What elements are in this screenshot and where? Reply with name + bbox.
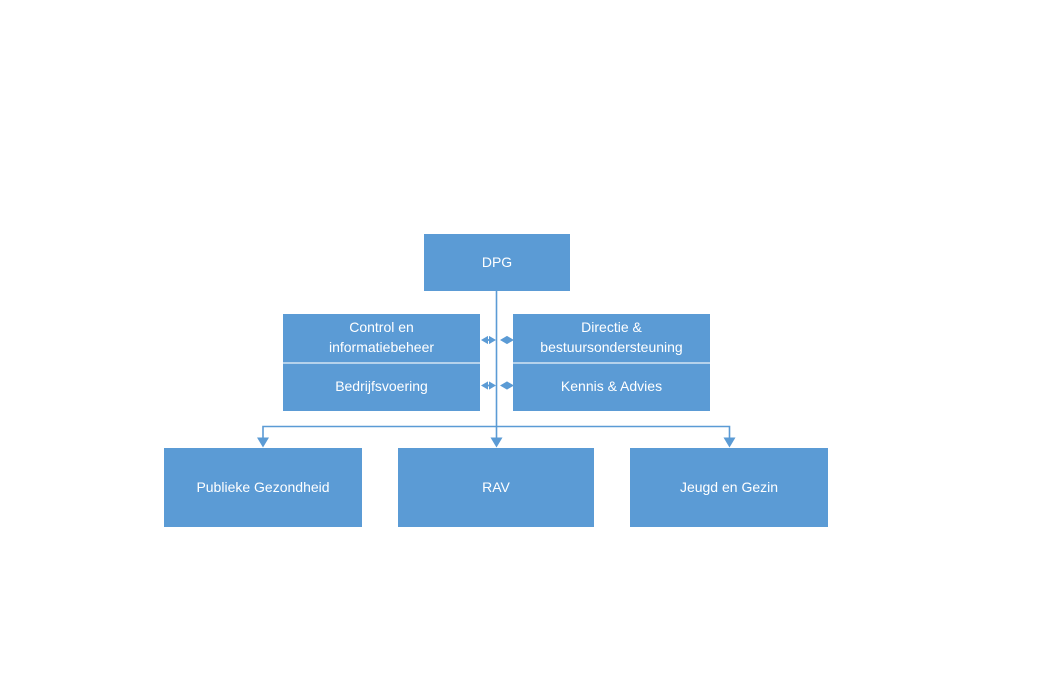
org-node-rav: RAV	[398, 448, 594, 527]
double-arrow-upper-left-icon	[481, 335, 496, 345]
org-node-label: Publieke Gezondheid	[196, 478, 330, 495]
org-node-label: Jeugd en Gezin	[679, 478, 779, 495]
org-node-label: DPG	[481, 253, 513, 270]
org-node-dpg: DPG	[424, 234, 570, 291]
org-node-staff-left: Control en informatiebeheer Bedrijfsvoer…	[283, 314, 480, 411]
org-cell-directie-bestuursondersteuning: Directie & bestuursondersteuning	[513, 314, 710, 362]
org-node-label: Bedrijfsvoering	[335, 378, 428, 395]
connector-horizontal-branch	[262, 425, 731, 438]
org-cell-bedrijfsvoering: Bedrijfsvoering	[283, 361, 480, 412]
down-arrow-icon	[490, 437, 503, 448]
down-arrow-icon	[723, 437, 736, 448]
org-node-label: Kennis & Advies	[560, 378, 663, 395]
down-arrow-icon	[257, 437, 269, 448]
org-node-publieke-gezondheid: Publieke Gezondheid	[164, 448, 362, 527]
org-node-jeugd-en-gezin: Jeugd en Gezin	[630, 448, 828, 527]
org-node-label: RAV	[482, 478, 510, 495]
org-cell-control-en-informatiebeheer: Control en informatiebeheer	[283, 314, 480, 362]
org-node-staff-right: Directie & bestuursondersteuning Kennis …	[513, 314, 710, 411]
double-arrow-lower-left-icon	[481, 381, 496, 390]
double-arrow-upper-right-icon	[500, 335, 514, 345]
org-node-label: Directie & bestuursondersteuning	[540, 319, 683, 355]
double-arrow-lower-right-icon	[500, 381, 514, 390]
org-cell-kennis-advies: Kennis & Advies	[513, 361, 710, 412]
org-node-label: Control en informatiebeheer	[328, 319, 435, 355]
